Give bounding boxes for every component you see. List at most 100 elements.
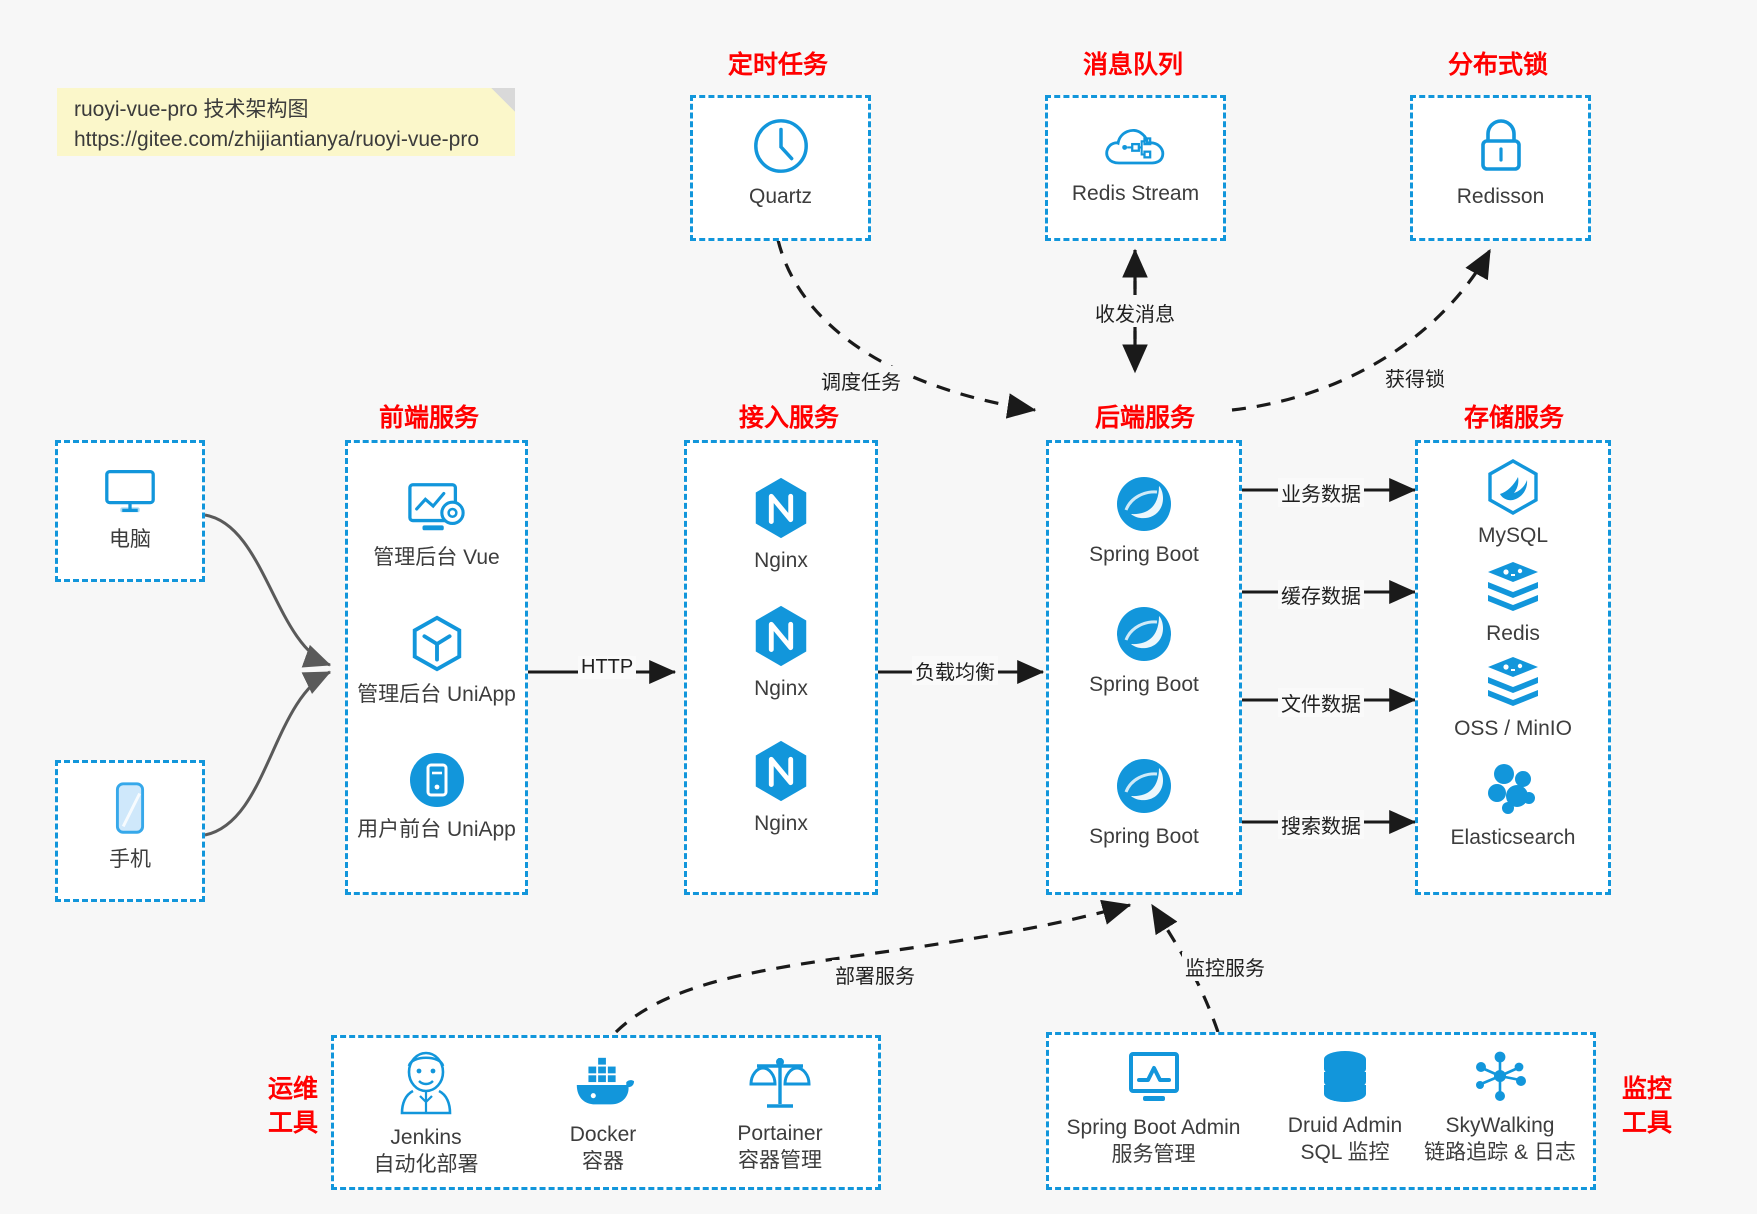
- cube-hex-icon: [412, 615, 461, 672]
- node-label-user-uniapp: 用户前台 UniApp: [357, 818, 516, 841]
- node-label-docker: Docker: [569, 1123, 637, 1146]
- group-title-storage: 存储服务: [1463, 404, 1564, 432]
- dashboard-gear-icon: [407, 483, 465, 531]
- node-spring-boot-1[interactable]: Spring Boot: [1046, 473, 1242, 568]
- node-quartz[interactable]: Quartz: [690, 115, 871, 210]
- node-label-elasticsearch: Elasticsearch: [1450, 826, 1576, 849]
- node-label-redis: Redis: [1486, 622, 1540, 645]
- note-fold-corner: [491, 88, 515, 112]
- node-label-mysql: MySQL: [1477, 524, 1548, 547]
- node-label-mobile: 手机: [109, 848, 151, 871]
- elasticsearch-icon: [1488, 764, 1535, 814]
- sticky-note: ruoyi-vue-pro 技术架构图 https://gitee.com/zh…: [57, 88, 515, 156]
- group-title-backend: 后端服务: [1094, 404, 1195, 432]
- network-nodes-icon: [1476, 1051, 1526, 1101]
- smartphone-icon: [115, 782, 145, 834]
- jenkins-butler-icon: [400, 1051, 452, 1115]
- node-label-spring-boot-1: Spring Boot: [1089, 543, 1199, 566]
- edge-label-monitor-service: 监控服务: [1182, 952, 1268, 981]
- node-label-admin-vue: 管理后台 Vue: [373, 546, 500, 569]
- lock-icon: [1480, 119, 1521, 171]
- node-label-pc: 电脑: [109, 528, 151, 551]
- group-box-mq: [1045, 95, 1226, 241]
- group-title-frontend: 前端服务: [378, 404, 479, 432]
- node-user-uniapp[interactable]: 用户前台 UniApp: [345, 750, 528, 843]
- edge-label-file-data: 文件数据: [1278, 688, 1364, 717]
- node-label-quartz: Quartz: [748, 185, 813, 208]
- edge-label-deploy-service: 部署服务: [832, 960, 918, 989]
- note-title: ruoyi-vue-pro 技术架构图: [74, 98, 309, 121]
- nginx-icon: [755, 605, 807, 667]
- clock-icon: [753, 119, 808, 173]
- group-title-lock: 分布式锁: [1447, 51, 1548, 79]
- group-title-monitor-line2: 工具: [1621, 1109, 1672, 1137]
- node-sub-druid-admin: SQL 监控: [1300, 1141, 1390, 1164]
- node-label-jenkins: Jenkins: [390, 1126, 462, 1149]
- spring-leaf-icon: [1117, 607, 1171, 661]
- group-title-devops-line2: 工具: [267, 1109, 318, 1137]
- edge-label-acquire-lock: 获得锁: [1382, 363, 1448, 392]
- node-sub-skywalking: 链路追踪 & 日志: [1424, 1141, 1576, 1164]
- spring-leaf-icon: [1117, 477, 1171, 531]
- node-sub-jenkins: 自动化部署: [373, 1153, 479, 1176]
- node-pc[interactable]: 电脑: [55, 462, 205, 553]
- mobile-circle-icon: [409, 753, 464, 807]
- node-docker[interactable]: Docker 容器: [518, 1055, 688, 1175]
- redis-stack-icon: [1488, 562, 1538, 611]
- group-title-mq: 消息队列: [1082, 51, 1183, 79]
- node-label-druid-admin: Druid Admin: [1287, 1114, 1403, 1137]
- mysql-dolphin-icon: [1488, 459, 1538, 515]
- edge-label-load-balance: 负载均衡: [912, 656, 998, 685]
- desktop-monitor-icon: [105, 470, 155, 513]
- node-label-nginx-3: Nginx: [754, 812, 808, 835]
- spring-leaf-icon: [1117, 759, 1171, 813]
- node-nginx-1[interactable]: Nginx: [684, 475, 878, 574]
- node-redisson[interactable]: Redisson: [1410, 115, 1591, 210]
- node-elasticsearch[interactable]: Elasticsearch: [1415, 760, 1611, 851]
- node-label-nginx-2: Nginx: [754, 677, 808, 700]
- node-sub-docker: 容器: [582, 1150, 624, 1173]
- node-label-spring-boot-admin: Spring Boot Admin: [1066, 1116, 1241, 1139]
- cloud-network-icon: [1104, 129, 1164, 165]
- node-admin-vue[interactable]: 管理后台 Vue: [345, 478, 528, 571]
- node-mobile[interactable]: 手机: [55, 778, 205, 873]
- node-jenkins[interactable]: Jenkins 自动化部署: [341, 1048, 511, 1178]
- node-spring-boot-3[interactable]: Spring Boot: [1046, 755, 1242, 850]
- database-cylinder-icon: [1324, 1051, 1366, 1102]
- node-spring-boot-2[interactable]: Spring Boot: [1046, 603, 1242, 698]
- scales-balance-icon: [749, 1058, 811, 1108]
- node-redis[interactable]: Redis: [1415, 558, 1611, 647]
- node-mysql[interactable]: MySQL: [1415, 458, 1611, 549]
- node-label-redis-stream: Redis Stream: [1071, 182, 1200, 205]
- node-druid-admin[interactable]: Druid Admin SQL 监控: [1265, 1048, 1425, 1166]
- group-title-gateway: 接入服务: [738, 404, 839, 432]
- edge-label-schedule-task: 调度任务: [818, 366, 904, 395]
- node-nginx-3[interactable]: Nginx: [684, 738, 878, 837]
- node-label-nginx-1: Nginx: [754, 549, 808, 572]
- edge-label-cache-data: 缓存数据: [1278, 580, 1364, 609]
- node-oss-minio[interactable]: OSS / MinIO: [1415, 653, 1611, 742]
- docker-whale-icon: [576, 1057, 635, 1105]
- node-sub-portainer: 容器管理: [738, 1149, 822, 1172]
- node-label-oss-minio: OSS / MinIO: [1454, 717, 1572, 740]
- node-label-portainer: Portainer: [737, 1122, 823, 1145]
- node-admin-uniapp[interactable]: 管理后台 UniApp: [345, 613, 528, 708]
- node-spring-boot-admin[interactable]: Spring Boot Admin 服务管理: [1056, 1048, 1251, 1168]
- group-title-devops-line1: 运维: [267, 1075, 318, 1103]
- edge-label-search-data: 搜索数据: [1278, 810, 1364, 839]
- monitor-chart-icon: [1128, 1052, 1179, 1101]
- edge-label-http: HTTP: [578, 656, 637, 679]
- node-label-spring-boot-2: Spring Boot: [1089, 673, 1199, 696]
- node-skywalking[interactable]: SkyWalking 链路追踪 & 日志: [1410, 1048, 1590, 1166]
- edge-label-business-data: 业务数据: [1278, 478, 1364, 507]
- node-portainer[interactable]: Portainer 容器管理: [695, 1050, 865, 1174]
- edge-label-send-receive-message: 收发消息: [1092, 298, 1178, 327]
- node-nginx-2[interactable]: Nginx: [684, 603, 878, 702]
- group-title-scheduler: 定时任务: [727, 51, 828, 79]
- node-label-skywalking: SkyWalking: [1445, 1114, 1555, 1137]
- nginx-icon: [755, 477, 807, 539]
- node-label-spring-boot-3: Spring Boot: [1089, 825, 1199, 848]
- node-label-admin-uniapp: 管理后台 UniApp: [357, 683, 516, 706]
- node-redis-stream[interactable]: Redis Stream: [1045, 118, 1226, 207]
